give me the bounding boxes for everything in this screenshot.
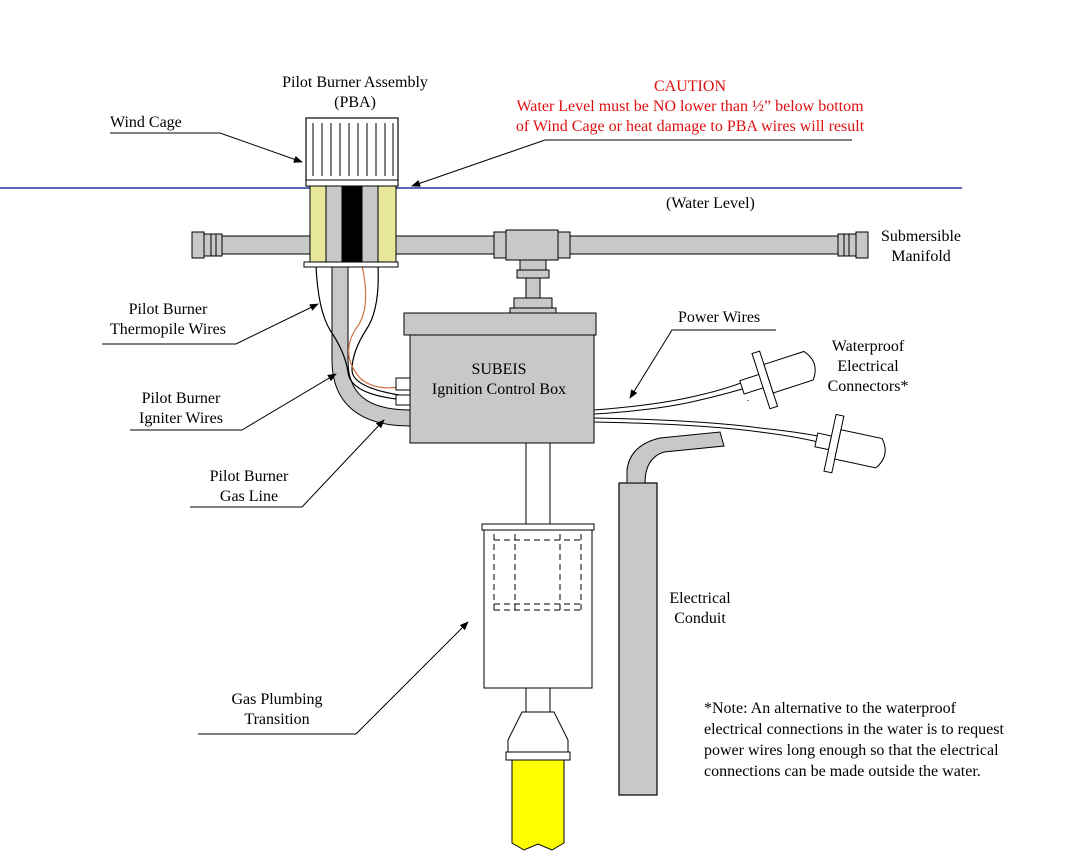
caution-line1: Water Level must be NO lower than ½” bel… — [516, 98, 864, 115]
gasline-line1: Pilot Burner — [209, 468, 289, 485]
subeis-line1: SUBEIS — [471, 361, 527, 378]
power-wire-upper — [593, 379, 749, 411]
caution-title: CAUTION — [654, 78, 726, 95]
subeis-line2: Ignition Control Box — [431, 381, 567, 398]
gas-plumbing-label: Gas Plumbing Transition — [216, 690, 338, 730]
sleeve-hidden-lines — [493, 534, 582, 611]
footnote: *Note: An alternative to the waterproof … — [704, 700, 1004, 780]
wind-cage — [305, 117, 399, 187]
submersible-manifold-label: Submersible Manifold — [868, 227, 974, 267]
pba-body — [303, 185, 399, 268]
gas-plumbing-sleeve — [483, 525, 593, 689]
electrical-conduit — [618, 482, 658, 796]
gas-plumbing-line2: Transition — [244, 711, 310, 728]
electrical-conduit-label: Electrical Conduit — [660, 589, 740, 629]
leader-gas-plumbing — [198, 621, 469, 735]
thermopile-wires — [315, 265, 406, 401]
manifold-right-fitting — [837, 231, 869, 259]
pba-title: Pilot Burner Assembly (PBA) — [270, 73, 440, 113]
waterproof-connector-upper — [739, 350, 816, 410]
gas-pipe-upper — [525, 441, 551, 533]
power-wire-lower — [593, 417, 829, 439]
leader-wind-cage — [110, 132, 303, 163]
submersible-line1: Submersible — [881, 228, 961, 245]
control-box-fitting-2 — [395, 394, 411, 406]
waterproof-line1: Waterproof — [831, 338, 905, 355]
igniter-wire — [348, 265, 406, 389]
control-box-lid — [403, 312, 597, 336]
igniter-label: Pilot Burner Igniter Wires — [126, 389, 236, 429]
conduit-line2: Conduit — [674, 610, 726, 627]
water-level-label: (Water Level) — [666, 195, 755, 212]
manifold-left-fitting — [191, 231, 223, 259]
leader-power-wires — [629, 329, 776, 399]
waterproof-connector-lower — [814, 413, 886, 474]
power-wires-label: Power Wires — [678, 309, 761, 326]
yellow-gas-pipe — [511, 759, 565, 851]
thermopile-label: Pilot Burner Thermopile Wires — [100, 300, 236, 340]
subeis-label: SUBEIS Ignition Control Box — [412, 360, 586, 400]
gas-plumbing-sleeve-top — [481, 523, 595, 531]
thermopile-line2: Thermopile Wires — [110, 321, 226, 338]
submersible-line2: Manifold — [891, 248, 951, 265]
pba-title-line1: Pilot Burner Assembly — [282, 74, 428, 91]
wind-cage-label: Wind Cage — [110, 114, 182, 131]
gas-reducer-band — [505, 751, 571, 761]
caution-block: CAUTION Water Level must be NO lower tha… — [480, 77, 900, 137]
leader-igniter — [130, 373, 337, 431]
thermopile-line1: Pilot Burner — [128, 301, 208, 318]
conduit-line1: Electrical — [669, 590, 731, 607]
igniter-line1: Pilot Burner — [141, 390, 221, 407]
control-box-body — [409, 334, 595, 444]
pba-title-line2: (PBA) — [334, 94, 376, 111]
control-box-fitting-1 — [395, 377, 411, 391]
leader-caution — [411, 139, 852, 187]
conduit-elbow — [626, 431, 725, 484]
gas-line-label: Pilot Burner Gas Line — [194, 467, 304, 507]
gas-plumbing-line1: Gas Plumbing — [231, 691, 323, 708]
gas-reducer — [507, 711, 569, 753]
gasline-line2: Gas Line — [219, 488, 279, 505]
waterproof-line2: Electrical — [837, 358, 899, 375]
waterproof-connectors-label: Waterproof Electrical Connectors* — [816, 337, 920, 397]
caution-line2: of Wind Cage or heat damage to PBA wires… — [515, 118, 865, 135]
leader-thermopile — [102, 303, 319, 345]
waterproof-line3: Connectors* — [827, 378, 909, 395]
igniter-line2: Igniter Wires — [139, 410, 223, 427]
manifold-tee — [493, 229, 571, 315]
leader-gas-line — [190, 419, 385, 508]
